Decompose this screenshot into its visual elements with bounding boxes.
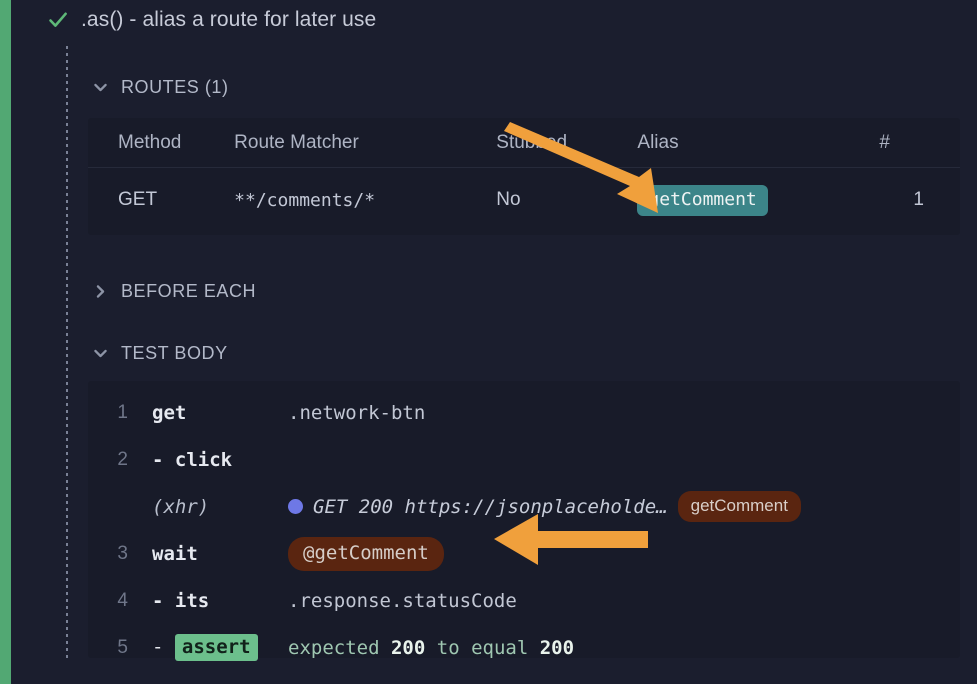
column-header-alias: Alias (637, 118, 880, 168)
column-header-stubbed: Stubbed (496, 118, 638, 168)
command-message: expected 200 to equal 200 (288, 637, 960, 659)
command-message: .network-btn (288, 401, 426, 424)
command-row-its[interactable]: 4 its .response.statusCode (88, 577, 960, 624)
command-message: .response.statusCode (288, 589, 517, 612)
column-header-method: Method (88, 118, 235, 168)
assert-actual-value: 200 (390, 636, 426, 659)
section-label-test-body: TEST BODY (121, 343, 228, 363)
command-name: (xhr) (152, 495, 210, 518)
xhr-request-text: GET 200 https://jsonplaceholde… (313, 495, 668, 518)
chevron-down-icon (94, 349, 107, 358)
command-row-wait[interactable]: 3 wait @getComment (88, 530, 960, 577)
command-number: 3 (117, 542, 128, 564)
column-header-count: # (879, 118, 960, 168)
test-passed-stripe (0, 0, 11, 684)
page-title: .as() - alias a route for later use (81, 8, 377, 31)
test-body-panel: 1 get .network-btn 2 click (xhr) GET 200… (88, 381, 960, 661)
cell-stubbed: No (496, 189, 521, 211)
command-row-get[interactable]: 1 get .network-btn (88, 389, 960, 436)
command-row-xhr[interactable]: (xhr) GET 200 https://jsonplaceholde… ge… (88, 483, 960, 530)
routes-alias-badge[interactable]: getComment (637, 185, 768, 216)
section-label-before-each: BEFORE EACH (121, 281, 257, 301)
command-message: @getComment (288, 536, 960, 571)
command-number: 5 (117, 636, 128, 658)
xhr-status-dot-icon (288, 499, 303, 514)
section-label-routes: ROUTES (1) (121, 77, 229, 97)
command-list: 1 get .network-btn 2 click (xhr) GET 200… (88, 381, 960, 677)
command-number: 1 (117, 401, 128, 423)
chevron-right-icon (96, 285, 105, 298)
assert-middle: to equal (436, 636, 529, 659)
command-name: click (138, 449, 288, 471)
command-row-click[interactable]: 2 click (88, 436, 960, 483)
xhr-alias-badge[interactable]: getComment (677, 491, 801, 522)
command-name: wait (152, 542, 198, 565)
routes-panel: Method Route Matcher Stubbed Alias # GET… (88, 118, 960, 235)
assert-expected-value: 200 (539, 636, 575, 659)
routes-table-header-row: Method Route Matcher Stubbed Alias # (88, 118, 960, 168)
routes-table: Method Route Matcher Stubbed Alias # GET… (88, 118, 960, 233)
chevron-down-icon (94, 83, 107, 92)
command-message: GET 200 https://jsonplaceholde… getComme… (288, 491, 960, 522)
cell-route-matcher: **/comments/* (234, 189, 376, 211)
wait-alias-pill[interactable]: @getComment (288, 536, 444, 571)
cell-count: 1 (913, 189, 924, 211)
test-title-row[interactable]: .as() - alias a route for later use (48, 8, 376, 32)
table-row[interactable]: GET **/comments/* No getComment 1 (88, 168, 960, 233)
check-icon (49, 12, 67, 27)
section-header-before-each[interactable]: BEFORE EACH (92, 281, 256, 302)
cell-method: GET (118, 189, 158, 211)
assert-prefix: expected (288, 636, 380, 659)
section-header-test-body[interactable]: TEST BODY (92, 343, 228, 364)
command-name: its (138, 590, 288, 612)
section-header-routes[interactable]: ROUTES (1) (92, 77, 229, 98)
cell-alias: getComment (637, 168, 879, 233)
command-name: get (152, 401, 187, 424)
nesting-guide-line (66, 46, 68, 658)
command-row-assert[interactable]: 5 assert expected 200 to equal 200 (88, 624, 960, 671)
assert-message: expected 200 to equal 200 (288, 637, 574, 659)
column-header-route-matcher: Route Matcher (234, 118, 497, 168)
command-number: 2 (117, 448, 128, 470)
assert-badge: assert (174, 634, 258, 661)
command-name: assert (138, 634, 288, 661)
command-number: 4 (117, 589, 128, 611)
